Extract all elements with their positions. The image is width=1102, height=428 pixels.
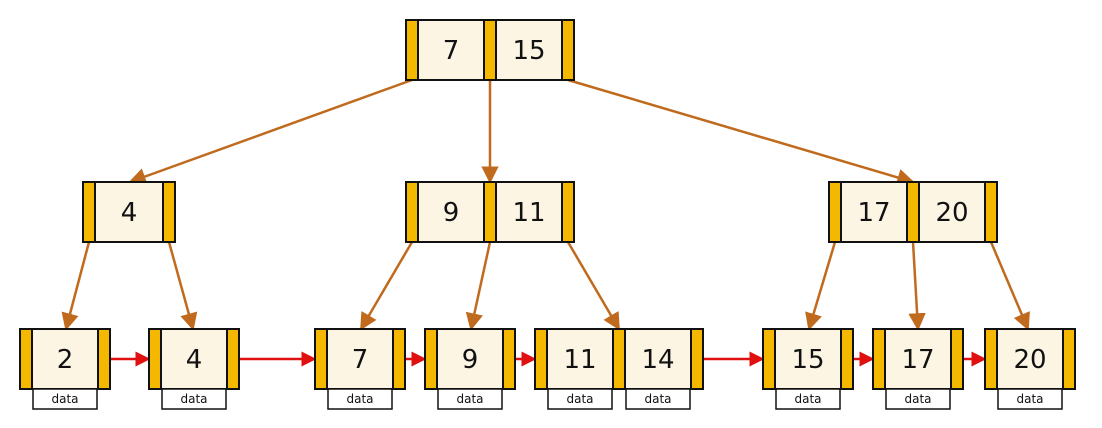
key-label: 9 (443, 198, 460, 228)
key-label: 17 (901, 345, 934, 375)
key-label: 15 (512, 36, 545, 66)
key-cell (326, 328, 394, 390)
key-cell (546, 328, 614, 390)
data-box (547, 388, 613, 410)
leaf-node: 17 data (872, 328, 964, 410)
data-label: data (644, 392, 671, 406)
tree-edge (167, 241, 198, 331)
key-label: 11 (512, 198, 545, 228)
tree-edge (465, 241, 492, 331)
tree-edge (989, 241, 1030, 331)
pointer-slot (828, 181, 842, 243)
data-label: data (456, 392, 483, 406)
tree-edges (61, 78, 1030, 331)
pointer-slot (148, 328, 162, 390)
root-node: 7 15 (405, 19, 575, 81)
key-cell (624, 328, 692, 390)
pointer-slot (392, 328, 406, 390)
pointer-slot (984, 328, 998, 390)
tree-edge (805, 241, 837, 331)
data-box (775, 388, 841, 410)
data-label: data (566, 392, 593, 406)
pointer-slot (561, 19, 575, 81)
pointer-slot (424, 328, 438, 390)
key-label: 20 (1013, 345, 1046, 375)
key-label: 20 (935, 198, 968, 228)
data-label: data (1016, 392, 1043, 406)
leaf-node: 20 data (984, 328, 1076, 410)
key-label: 2 (57, 345, 74, 375)
pointer-slot (534, 328, 548, 390)
pointer-slot (690, 328, 704, 390)
leaf-node: 4 data (148, 328, 240, 410)
pointer-slot (405, 19, 419, 81)
key-label: 7 (352, 345, 369, 375)
key-cell (774, 328, 842, 390)
leaf-node: 2 data (19, 328, 111, 410)
pointer-slot (950, 328, 964, 390)
tree-edge (61, 241, 91, 331)
data-box (885, 388, 951, 410)
pointer-slot (226, 328, 240, 390)
pointer-slot (1062, 328, 1076, 390)
data-box (997, 388, 1063, 410)
pointer-slot (762, 328, 776, 390)
leaf-node: 15 data (762, 328, 854, 410)
data-box (437, 388, 503, 410)
key-label: 4 (121, 198, 138, 228)
pointer-slot (483, 181, 497, 243)
data-label: data (904, 392, 931, 406)
pointer-slot (483, 19, 497, 81)
pointer-slot (97, 328, 111, 390)
key-label: 15 (791, 345, 824, 375)
key-label: 11 (563, 345, 596, 375)
key-label: 4 (186, 345, 203, 375)
key-cell (840, 181, 908, 243)
key-cell (31, 328, 99, 390)
pointer-slot (19, 328, 33, 390)
pointer-slot (840, 328, 854, 390)
data-box (32, 388, 98, 410)
leaf-node: 7 data (314, 328, 406, 410)
data-label: data (51, 392, 78, 406)
internal-node: 4 (82, 181, 176, 243)
pointer-slot (612, 328, 626, 390)
data-label: data (794, 392, 821, 406)
pointer-slot (502, 328, 516, 390)
pointer-slot (984, 181, 998, 243)
key-label: 7 (443, 36, 460, 66)
data-box (327, 388, 393, 410)
pointer-slot (561, 181, 575, 243)
tree-edge (567, 78, 915, 186)
key-label: 9 (462, 345, 479, 375)
leaf-node: 11 data 14 data (534, 328, 704, 410)
data-box (161, 388, 227, 410)
key-label: 14 (641, 345, 674, 375)
pointer-slot (82, 181, 96, 243)
tree-edge (908, 241, 926, 331)
internal-node: 9 11 (405, 181, 575, 243)
key-cell (996, 328, 1064, 390)
key-cell (495, 19, 563, 81)
tree-edge (359, 241, 414, 331)
pointer-slot (405, 181, 419, 243)
pointer-slot (314, 328, 328, 390)
data-label: data (180, 392, 207, 406)
key-cell (417, 181, 485, 243)
pointer-slot (162, 181, 176, 243)
data-box (625, 388, 691, 410)
pointer-slot (906, 181, 920, 243)
key-label: 17 (857, 198, 890, 228)
data-label: data (346, 392, 373, 406)
tree-edge (128, 78, 413, 185)
pointer-slot (872, 328, 886, 390)
leaf-node: 9 data (424, 328, 516, 410)
tree-edge (566, 241, 621, 331)
